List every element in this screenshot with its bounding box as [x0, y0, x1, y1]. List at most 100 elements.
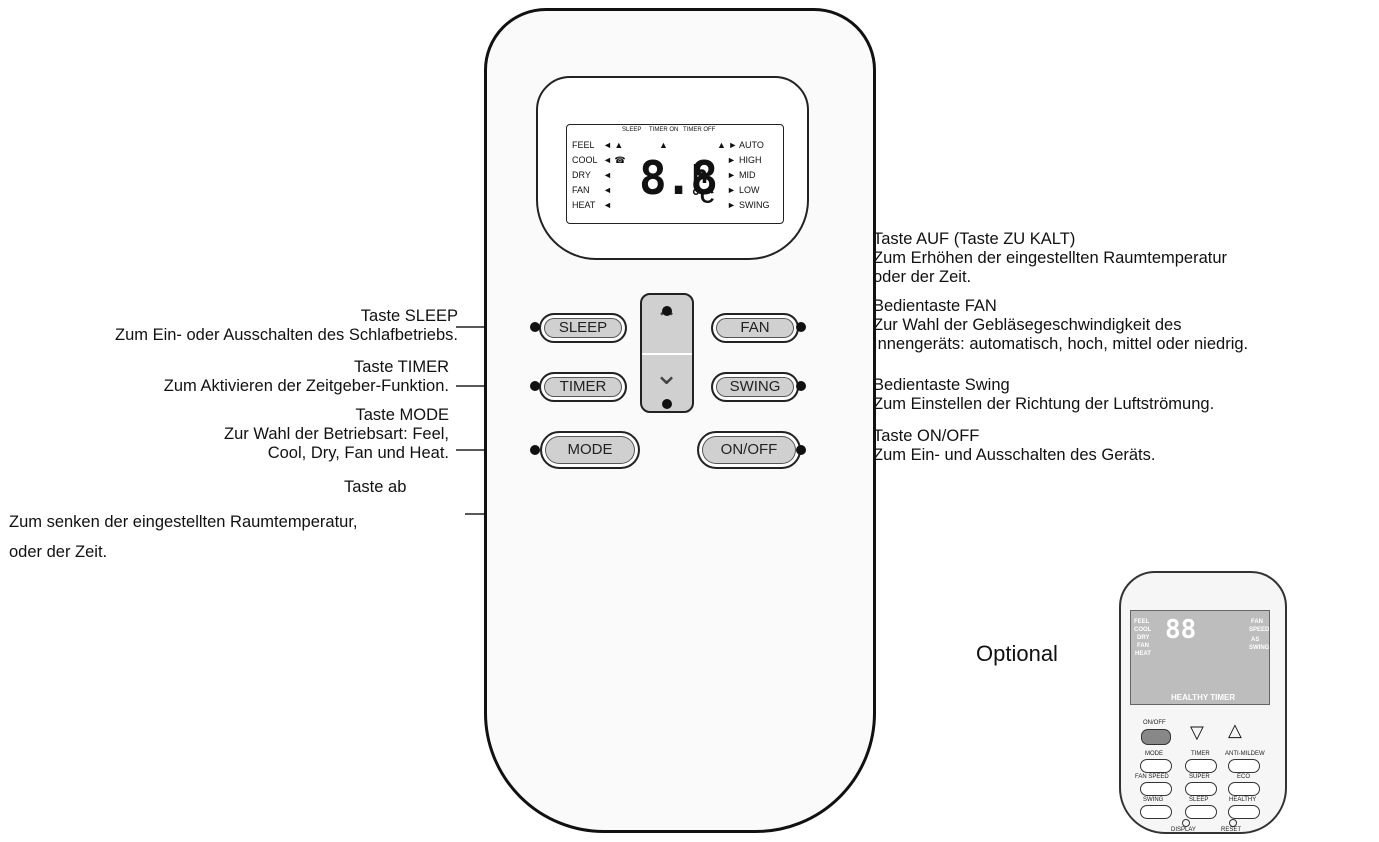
- callout-sleep-title: Taste SLEEP: [360, 307, 458, 325]
- mode-button[interactable]: MODE: [540, 431, 640, 469]
- mini-display-hole[interactable]: [1182, 819, 1190, 827]
- temp-updown-rocker: ⌃ ⌄: [640, 293, 694, 413]
- callout-fan: Bedientaste FAN Zur Wahl der Gebläsegesc…: [873, 297, 1248, 354]
- fan-dot: [796, 322, 806, 332]
- callout-timer-desc: Zum Aktivieren der Zeitgeber-Funktion.: [163, 377, 449, 395]
- mini-label-speed: SPEED: [1249, 627, 1270, 633]
- mini-label-as: AS: [1251, 637, 1260, 643]
- down-dot: [662, 399, 672, 409]
- mini-antimildew-button[interactable]: [1228, 759, 1260, 773]
- down-button[interactable]: ⌄: [654, 357, 680, 392]
- sleep-button[interactable]: SLEEP: [539, 313, 627, 343]
- mini-healthy-button[interactable]: [1228, 805, 1260, 819]
- lcd-mode-dry: DRY: [572, 170, 591, 180]
- mini-mode-cool: COOL: [1134, 627, 1152, 633]
- mini-sleep-label: SLEEP: [1189, 797, 1209, 803]
- mode-dot: [530, 445, 540, 455]
- mini-fanspeed-label: FAN SPEED: [1135, 774, 1169, 780]
- mini-eco-button[interactable]: [1228, 782, 1260, 796]
- mini-mode-label: MODE: [1145, 751, 1163, 757]
- mini-timer-button[interactable]: [1185, 759, 1217, 773]
- callout-swing-title: Bedientaste Swing: [873, 376, 1010, 394]
- lcd-swing: SWING: [739, 200, 770, 210]
- onoff-button-label: ON/OFF: [720, 441, 778, 458]
- lcd-mode-heat: HEAT: [572, 200, 596, 210]
- lcd-label-sleep: SLEEP: [622, 127, 642, 133]
- arrow-right-icon: ►: [727, 200, 736, 210]
- arrow-right-icon: ►: [727, 170, 736, 180]
- mini-healthy-timer: HEALTHY TIMER: [1171, 693, 1236, 702]
- lcd-mode-fan: FAN: [572, 185, 590, 195]
- lcd-fan-low: LOW: [739, 185, 760, 195]
- onoff-button[interactable]: ON/OFF: [697, 431, 801, 469]
- callout-mode-desc-2: Cool, Dry, Fan und Heat.: [267, 444, 449, 462]
- callout-swing: Bedientaste Swing Zum Einstellen der Ric…: [873, 376, 1214, 414]
- callout-onoff-title: Taste ON/OFF: [873, 427, 980, 445]
- arrow-left-icon: ◄: [603, 170, 612, 180]
- lcd-fan-mid: MID: [739, 170, 756, 180]
- callout-sleep: Taste SLEEP Zum Ein- oder Ausschalten de…: [115, 307, 458, 345]
- mini-up-icon[interactable]: △: [1228, 720, 1242, 740]
- swing-dot: [796, 381, 806, 391]
- mini-fanspeed-button[interactable]: [1140, 782, 1172, 796]
- mini-display-label: DISPLAY: [1171, 827, 1196, 833]
- timer-on-marker-icon: ▲: [659, 140, 668, 150]
- mini-super-label: SUPER: [1189, 774, 1210, 780]
- callout-sleep-desc: Zum Ein- oder Ausschalten des Schlafbetr…: [114, 326, 458, 344]
- callout-fan-desc-2: Innengeräts: automatisch, hoch, mittel o…: [873, 335, 1249, 353]
- lcd-display: SLEEP TIMER ON TIMER OFF FEEL COOL DRY F…: [566, 124, 784, 224]
- arrow-left-icon: ◄ ☎: [603, 155, 626, 165]
- mini-super-button[interactable]: [1185, 782, 1217, 796]
- onoff-dot: [796, 445, 806, 455]
- callout-fan-title: Bedientaste FAN: [873, 297, 997, 315]
- mini-digits: 88: [1165, 615, 1197, 645]
- rocker-divider: [642, 353, 692, 355]
- callout-up-title: Taste AUF (Taste ZU KALT): [873, 230, 1076, 248]
- mini-swing-label: SWING: [1143, 797, 1164, 803]
- callout-mode-title: Taste MODE: [355, 406, 449, 424]
- callout-up-desc-1: Zum Erhöhen der eingestellten Raumtemper…: [873, 249, 1228, 267]
- mini-down-icon[interactable]: ▽: [1190, 722, 1204, 742]
- mini-onoff-button[interactable]: [1141, 729, 1171, 745]
- callout-down-title: Taste ab: [344, 478, 407, 496]
- optional-label: Optional: [976, 641, 1058, 666]
- mini-label-swing: SWING: [1249, 645, 1270, 651]
- mini-sleep-button[interactable]: [1185, 805, 1217, 819]
- mini-antimildew-label: ANTI-MILDEW: [1225, 751, 1265, 757]
- swing-button[interactable]: SWING: [711, 372, 799, 402]
- mini-mode-dry: DRY: [1137, 635, 1150, 641]
- fan-button[interactable]: FAN: [711, 313, 799, 343]
- callout-fan-desc-1: Zur Wahl der Gebläsegeschwindigkeit des: [873, 316, 1182, 334]
- callout-down-desc-1: Zum senken der eingestellten Raumtempera…: [9, 513, 358, 531]
- mini-swing-button[interactable]: [1140, 805, 1172, 819]
- callout-mode-desc-1: Zur Wahl der Betriebsart: Feel,: [224, 425, 449, 443]
- arrow-right-icon: ►: [727, 185, 736, 195]
- timer-button-label: TIMER: [559, 378, 607, 395]
- mini-mode-feel: FEEL: [1134, 619, 1150, 625]
- lcd-mode-feel: FEEL: [572, 140, 595, 150]
- callout-up-desc-2: oder der Zeit.: [873, 268, 972, 286]
- mini-mode-heat: HEAT: [1135, 651, 1151, 657]
- sleep-dot: [530, 322, 540, 332]
- mini-reset-hole[interactable]: [1229, 819, 1237, 827]
- callout-down: Zum senken der eingestellten Raumtempera…: [9, 507, 358, 567]
- up-dot: [662, 306, 672, 316]
- arrow-right-icon: ▲ ►: [717, 140, 738, 150]
- mini-reset-label: RESET: [1221, 827, 1242, 833]
- timer-button[interactable]: TIMER: [539, 372, 627, 402]
- mini-mode-button[interactable]: [1140, 759, 1172, 773]
- arrow-left-icon: ◄: [603, 200, 612, 210]
- mini-healthy-label: HEALTHY: [1229, 797, 1257, 803]
- swing-button-label: SWING: [729, 378, 781, 395]
- lcd-fan-auto: AUTO: [739, 140, 764, 150]
- mini-label-fan: FAN: [1251, 619, 1263, 625]
- arrow-left-icon: ◄: [603, 185, 612, 195]
- lcd-fan-high: HIGH: [739, 155, 762, 165]
- callout-onoff: Taste ON/OFF Zum Ein- und Ausschalten de…: [873, 427, 1155, 465]
- mini-mode-fan: FAN: [1137, 643, 1149, 649]
- lcd-label-timer-off: TIMER OFF: [683, 127, 716, 133]
- mini-onoff-label: ON/OFF: [1143, 720, 1166, 726]
- callout-up: Taste AUF (Taste ZU KALT) Zum Erhöhen de…: [873, 230, 1227, 287]
- optional-lcd: FEEL COOL DRY FAN HEAT 88 FAN SPEED AS S…: [1130, 610, 1270, 705]
- mode-button-label: MODE: [567, 441, 613, 458]
